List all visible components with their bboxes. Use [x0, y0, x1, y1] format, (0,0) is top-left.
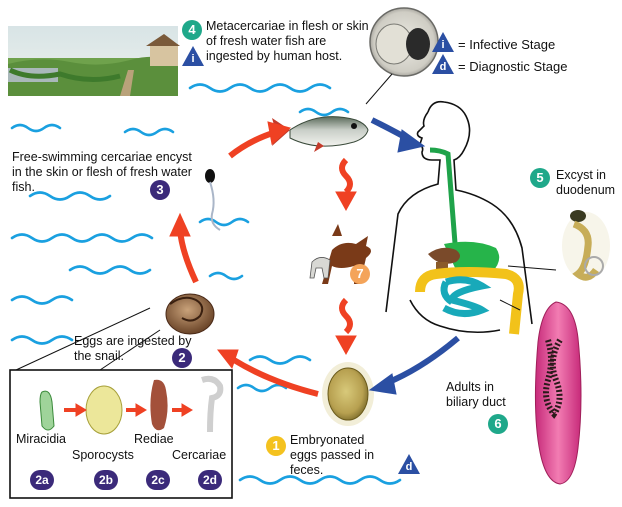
water-waves: [10, 83, 402, 485]
step-5-text: Excyst in duodenum: [556, 168, 616, 197]
snail-stage-images: [39, 375, 224, 435]
stage-2d-label: Cercariae: [172, 448, 227, 462]
digestive-tract: [415, 147, 524, 335]
snail-stage-arrows: [64, 403, 193, 417]
step-1-badge: 1: [266, 436, 286, 456]
step-2-badge: 2: [172, 348, 192, 368]
adult-fluke-image: [534, 301, 582, 485]
infective-symbol: i: [441, 39, 445, 51]
stage-2d-badge: 2d: [198, 470, 222, 490]
diagnostic-symbol: d: [439, 61, 447, 73]
infective-stage-triangle-icon: i: [432, 32, 454, 52]
step-6-text: Adults in biliary duct: [446, 380, 506, 409]
step-7-badge: 7: [350, 264, 370, 284]
step-4-badge: 4: [182, 20, 202, 40]
host-arrows: [368, 117, 460, 395]
step-1-text: Embryonated eggs passed in feces.: [290, 433, 375, 477]
stage-2b-badge: 2b: [94, 470, 118, 490]
step-4-text: Metacercariae in flesh or skin of fresh …: [206, 19, 369, 63]
cycle-arrows: [169, 121, 357, 397]
step-3-text: Free-swimming cercariae encyst in the sk…: [12, 150, 192, 194]
stage-2a-label: Miracidia: [16, 432, 67, 446]
step-5-badge: 5: [530, 168, 550, 188]
human-body-outline: [385, 100, 533, 334]
stage-2b-label: Sporocysts: [72, 448, 134, 462]
fish-image: [272, 116, 369, 152]
stage-2c-label: Rediae: [134, 432, 174, 446]
pond-photo: [8, 26, 180, 96]
infective-stage-label: = Infective Stage: [458, 37, 556, 52]
diagnostic-stage-triangle-icon: d: [432, 54, 454, 74]
diagnostic-stage-label: = Diagnostic Stage: [458, 59, 568, 74]
step-3-badge: 3: [150, 180, 170, 200]
step-2-text: Eggs are ingested by the snail.: [74, 334, 192, 363]
metacercaria-dish-image: [369, 7, 439, 77]
stage-2a-badge: 2a: [30, 470, 54, 490]
step-6-badge: 6: [488, 414, 508, 434]
step-1-stage-symbol: d: [405, 461, 413, 473]
snail-image: [165, 293, 215, 335]
step-1-diagnostic-icon: d: [398, 454, 420, 474]
step-4-infective-icon: i: [182, 46, 204, 66]
step-4-stage-symbol: i: [191, 53, 195, 65]
stage-2c-badge: 2c: [146, 470, 170, 490]
embryonated-egg-image: [322, 362, 374, 426]
cercaria-image: [205, 169, 221, 231]
excyst-image: [562, 210, 610, 281]
